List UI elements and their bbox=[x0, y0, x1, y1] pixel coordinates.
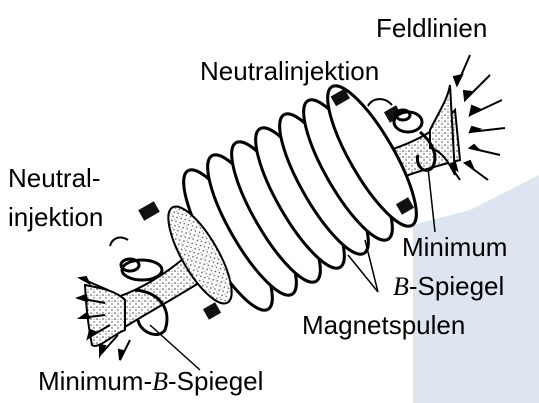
label-minimum-right: Minimum bbox=[402, 234, 507, 260]
label-minimum-b-spiegel-bottom: Minimum-B-Spiegel bbox=[38, 368, 263, 395]
spiegel-suffix-bottom: -Spiegel bbox=[168, 366, 263, 396]
label-magnetspulen: Magnetspulen bbox=[302, 312, 465, 338]
label-neutral-left-line1: Neutral- bbox=[8, 165, 100, 191]
label-b-spiegel-right: B-Spiegel bbox=[393, 273, 504, 300]
label-feldlinien: Feldlinien bbox=[376, 15, 487, 41]
label-neutral-left-line2: injektion bbox=[8, 204, 103, 230]
b-symbol: B bbox=[393, 272, 409, 301]
label-neutralinjektion-top: Neutralinjektion bbox=[200, 58, 379, 84]
minimum-prefix: Minimum- bbox=[38, 366, 152, 396]
spiegel-suffix: -Spiegel bbox=[409, 271, 504, 301]
b-symbol-bottom: B bbox=[152, 367, 168, 396]
